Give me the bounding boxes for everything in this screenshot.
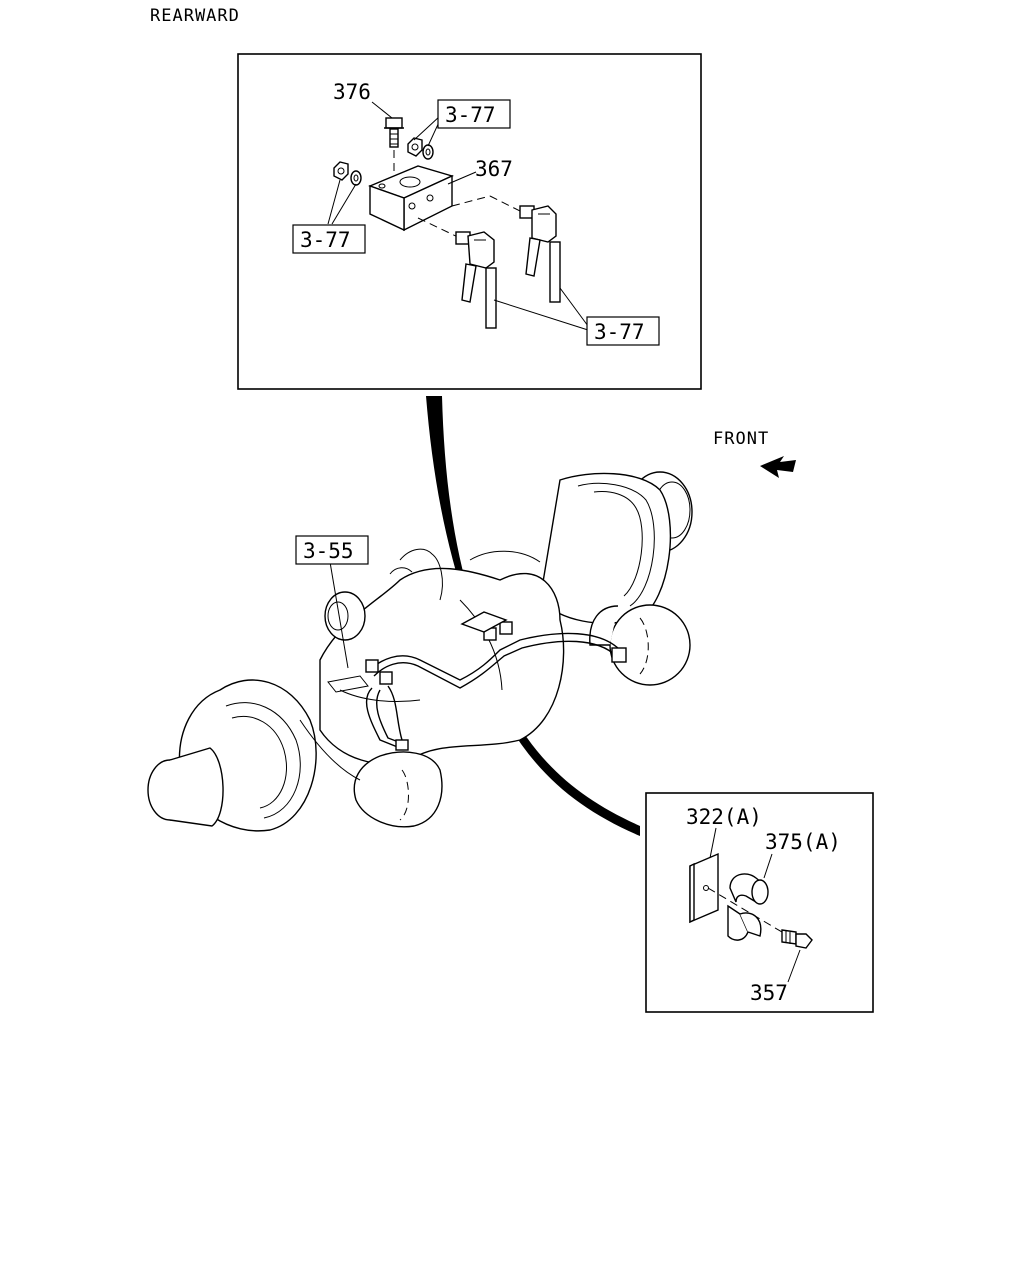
- nut-icon: [407, 137, 423, 157]
- front-label: FRONT: [713, 429, 769, 449]
- front-arrow-icon: [760, 456, 796, 478]
- rearward-label: REARWARD: [150, 6, 240, 26]
- axle-assembly: [147, 471, 693, 832]
- ref-3-77-bottom: 3-77: [594, 320, 645, 344]
- nut-icon: [333, 161, 349, 181]
- upper-leader-curve: [426, 396, 472, 610]
- ref-tag-frame: [437, 99, 511, 129]
- part-322-label: 322(A): [686, 805, 762, 829]
- plate-icon: [689, 852, 719, 924]
- part-357-label: 357: [750, 981, 788, 1005]
- brake-hose-icon: [455, 231, 497, 329]
- lower-detail-panel: 322(A) 375(A) 357: [645, 792, 874, 1013]
- part-376-label: 376: [333, 80, 371, 104]
- washer-icon: [422, 144, 434, 160]
- ref-tag-frame: [292, 224, 366, 254]
- bracket: [368, 165, 454, 232]
- bolt-icon: [384, 117, 404, 178]
- washer-icon: [350, 170, 362, 186]
- brake-hose-icon: [519, 205, 561, 303]
- ref-tag-frame: [295, 535, 369, 565]
- ref-3-55: 3-55: [303, 539, 354, 563]
- part-367-label: 367: [475, 157, 513, 181]
- upper-detail-panel: 376 367 3-77 3-77 3-77: [237, 53, 702, 390]
- ref-3-77-top: 3-77: [445, 103, 496, 127]
- ref-3-77-left: 3-77: [300, 228, 351, 252]
- ref-tag-frame: [586, 316, 660, 346]
- bolt-icon: [781, 929, 813, 949]
- clip-icon: [727, 873, 769, 941]
- part-375-label: 375(A): [765, 830, 841, 854]
